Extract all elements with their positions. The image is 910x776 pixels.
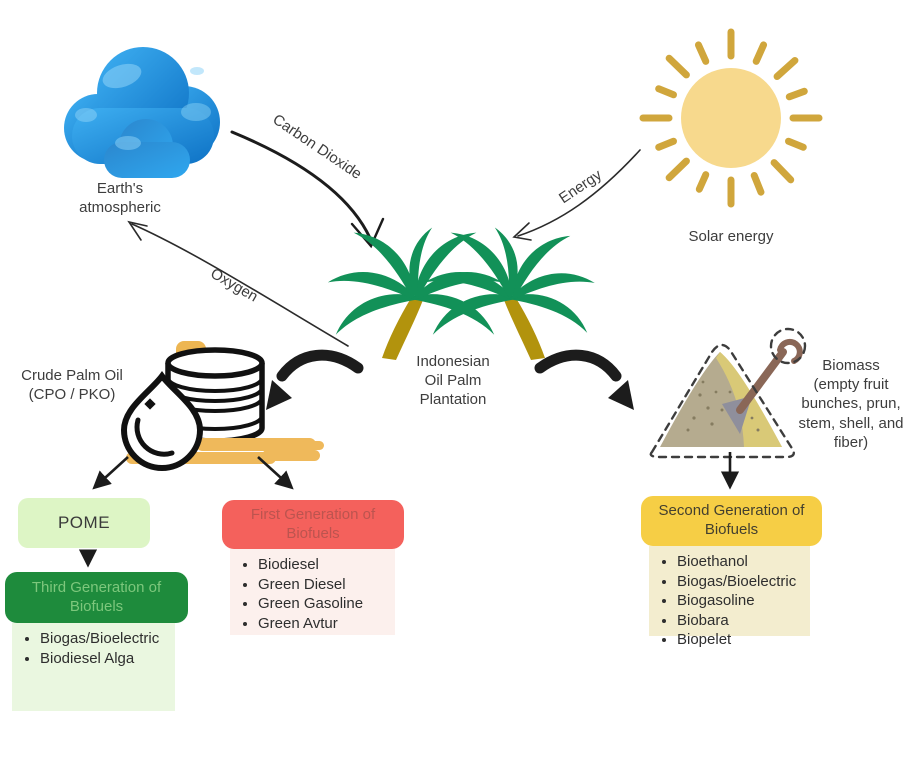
cpo-to-firstgen-arrow [257, 456, 294, 490]
energy-arrow [512, 149, 641, 241]
oil-drop-icon [120, 371, 204, 471]
third-generation-box: Third Generation of Biofuels [5, 572, 188, 623]
list-item: Biobara [677, 612, 810, 631]
cpo-to-pome-arrow [92, 456, 129, 490]
first-generation-panel: BiodieselGreen DieselGreen GasolineGreen… [230, 549, 395, 635]
plantation-to-biomass-arrow [534, 349, 634, 410]
list-item: Green Diesel [258, 576, 395, 595]
earth-atmosphere-label: Earth's atmospheric [79, 180, 161, 217]
plantation-to-cpo-arrow [266, 349, 364, 410]
crude-palm-oil-label: Crude Palm Oil (CPO / PKO) [21, 367, 123, 404]
first-generation-title: First Generation of Biofuels [250, 505, 376, 542]
sun-icon [639, 28, 823, 208]
pome-box: POME [18, 498, 150, 548]
list-item: Biogasoline [677, 592, 810, 611]
third-generation-title: Third Generation of Biofuels [31, 578, 162, 615]
biomass-label: Biomass (empty fruit bunches, prun, stem… [798, 357, 904, 451]
second-generation-panel: BioethanolBiogas/BioelectricBiogasolineB… [649, 546, 810, 648]
carbon-dioxide-arrow [230, 130, 385, 249]
biomass-pile-icon [649, 327, 807, 459]
list-item: Bioethanol [677, 553, 810, 572]
second-generation-list: BioethanolBiogas/BioelectricBiogasolineB… [649, 553, 810, 650]
plantation-label: Indonesian Oil Palm Plantation [416, 353, 490, 409]
pome-box-label: POME [57, 513, 111, 533]
connector-arrows [78, 452, 740, 568]
list-item: Green Gasoline [258, 595, 395, 614]
list-item: Biogas/Bioelectric [677, 573, 810, 592]
list-item: Biodiesel Alga [40, 650, 175, 669]
cloud-icon [64, 47, 220, 178]
solar-energy-label: Solar energy [688, 228, 774, 245]
list-item: Biodiesel [258, 556, 395, 575]
palm-trees-icon [327, 227, 595, 360]
first-generation-box: First Generation of Biofuels [222, 500, 404, 549]
shovel-icon [722, 338, 803, 434]
list-item: Biogas/Bioelectric [40, 630, 175, 649]
list-item: Green Avtur [258, 615, 395, 634]
second-generation-box: Second Generation of Biofuels [641, 496, 822, 546]
third-generation-panel: Biogas/BioelectricBiodiesel Alga [12, 623, 175, 711]
third-generation-list: Biogas/BioelectricBiodiesel Alga [12, 630, 175, 668]
second-generation-title: Second Generation of Biofuels [658, 502, 805, 538]
first-generation-list: BiodieselGreen DieselGreen GasolineGreen… [230, 556, 395, 633]
oxygen-arrow [127, 220, 349, 347]
list-item: Biopelet [677, 631, 810, 650]
